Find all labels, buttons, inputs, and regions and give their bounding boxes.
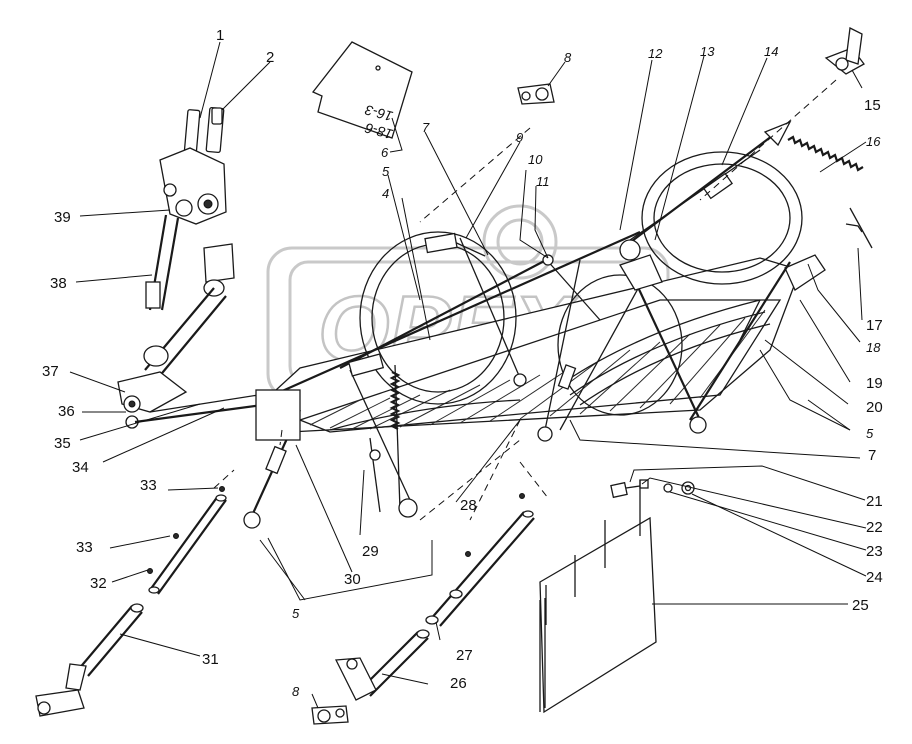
callout-33-bottom: 33	[76, 539, 93, 556]
callout-33-top: 33	[140, 477, 157, 494]
callout-7-top: 7	[422, 120, 430, 135]
callout-30: 30	[344, 571, 361, 588]
callout-5-right: 5	[866, 426, 874, 441]
callout-18: 18	[866, 340, 881, 355]
screen-hatching	[309, 309, 766, 431]
callout-7-right: 7	[868, 447, 876, 464]
callout-8-bottom: 8	[292, 684, 300, 699]
callout-10: 10	[528, 152, 543, 167]
callout-25: 25	[852, 597, 869, 614]
tension-spring-top	[787, 135, 873, 249]
lower-lever	[243, 389, 381, 529]
callout-9: 9	[516, 130, 523, 145]
callout-35: 35	[54, 435, 71, 452]
callout-17: 17	[866, 317, 883, 334]
callout-11: 11	[536, 174, 550, 189]
callout-29: 29	[362, 543, 379, 560]
callout-15: 15	[864, 97, 881, 114]
control-lever-assembly	[117, 106, 301, 429]
callout-16: 16	[866, 134, 881, 149]
callout-leaders	[69, 41, 867, 709]
tag-line-1: 16-3	[363, 102, 394, 125]
callout-1: 1	[216, 27, 224, 44]
shaft-26	[334, 629, 430, 701]
bracket-15	[824, 27, 865, 75]
callout-8-top: 8	[564, 50, 572, 65]
callout-labels: 1 2 4 5 5 5 6 7 7 8 8 9 10 11 12 13 14 1…	[42, 27, 883, 699]
callout-22: 22	[866, 519, 883, 536]
side-bar-right	[689, 254, 826, 421]
callout-6: 6	[381, 145, 389, 160]
callout-34: 34	[72, 459, 89, 476]
callout-31: 31	[202, 651, 219, 668]
callout-20: 20	[866, 399, 883, 416]
shaft-31	[35, 603, 144, 717]
callout-5-bottom: 5	[292, 606, 300, 621]
tension-spring-middle	[389, 371, 401, 430]
callout-14: 14	[764, 44, 778, 59]
callout-38: 38	[50, 275, 67, 292]
callout-24: 24	[866, 569, 883, 586]
drum-right	[557, 151, 803, 416]
callout-32: 32	[90, 575, 107, 592]
callout-23: 23	[866, 543, 883, 560]
crank-8-upper	[517, 83, 555, 105]
callout-27: 27	[456, 647, 473, 664]
cover-plate	[539, 480, 657, 714]
callout-2: 2	[266, 49, 274, 66]
callout-19: 19	[866, 375, 883, 392]
crank-8-lower	[311, 705, 349, 725]
callout-36: 36	[58, 403, 75, 420]
callout-12: 12	[648, 46, 663, 61]
callout-13: 13	[700, 44, 715, 59]
callout-21: 21	[866, 493, 883, 510]
shaft-upper-left	[147, 486, 227, 595]
hardware-fasteners	[610, 479, 695, 499]
shaft-27	[425, 493, 535, 627]
callout-28: 28	[460, 497, 477, 514]
callout-5-top: 5	[382, 164, 390, 179]
explosion-lines	[213, 79, 837, 521]
callout-39: 39	[54, 209, 71, 226]
linkage-rods	[279, 120, 792, 518]
callout-37: 37	[42, 363, 59, 380]
callout-4: 4	[382, 186, 389, 201]
tag-line-2: 18-6	[363, 120, 394, 143]
callout-26: 26	[450, 675, 467, 692]
label-plate: 16-3 18-6	[311, 41, 413, 153]
